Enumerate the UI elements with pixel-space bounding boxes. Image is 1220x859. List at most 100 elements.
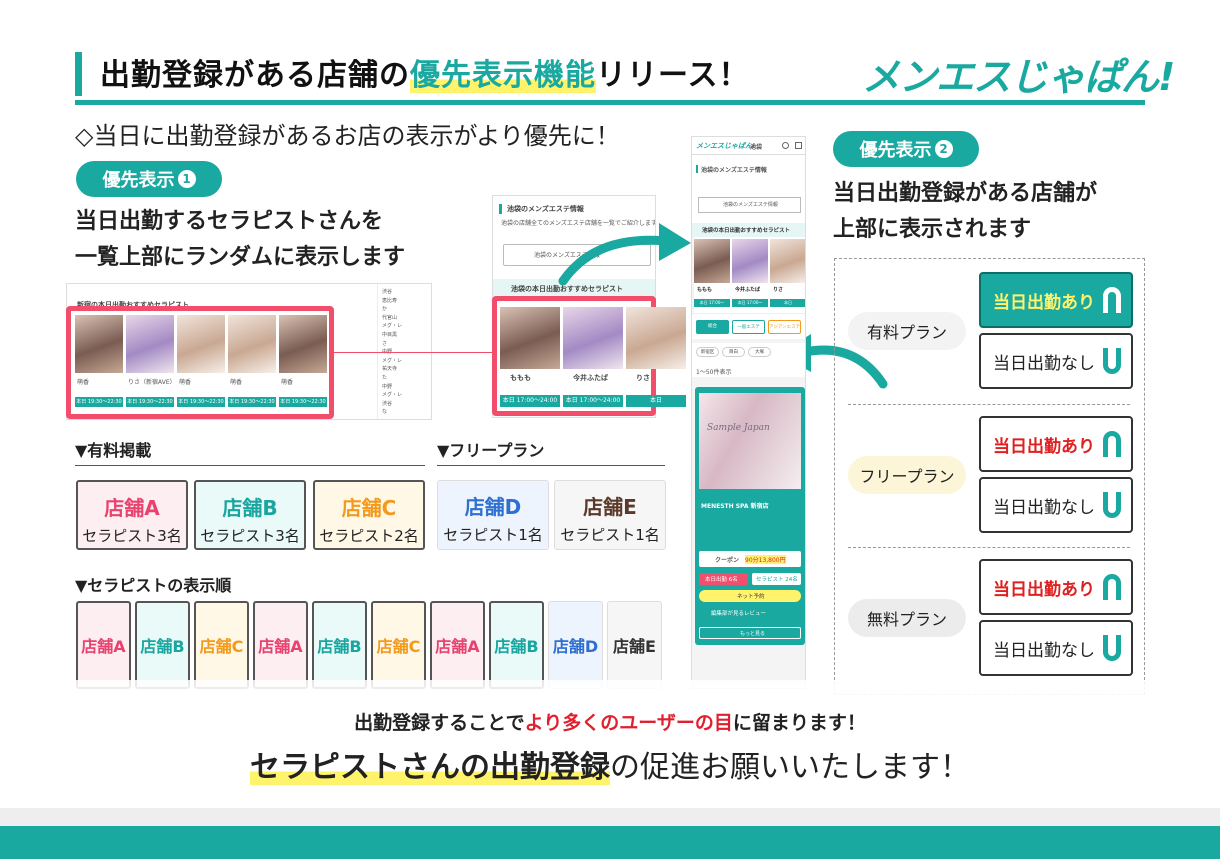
therapist-name: 萌香 xyxy=(77,379,90,386)
u-turn-icon xyxy=(1103,574,1121,600)
feature1-line1: 当日出勤するセラピストさんを xyxy=(75,209,384,234)
bottom-bar xyxy=(0,826,1220,859)
status-on-button[interactable]: 当日出勤あり xyxy=(979,272,1133,328)
free-section-line xyxy=(437,465,665,466)
therapist-time: 本日 xyxy=(626,395,686,407)
side-list-item[interactable]: メグ・レ xyxy=(382,392,403,399)
order-slot: 店舗C xyxy=(194,601,249,689)
phone-star-icon[interactable] xyxy=(782,142,789,149)
side-list-item[interactable]: 祐天寺 xyxy=(382,366,398,373)
mock1-heading: 新宿の本日出勤おすすめセラピスト xyxy=(77,301,189,309)
side-list-item[interactable]: メグ・レ xyxy=(382,323,403,330)
side-list-item[interactable]: さ xyxy=(382,340,388,347)
status-on-button[interactable]: 当日出勤あり xyxy=(979,559,1133,615)
side-list-item[interactable]: 中野 xyxy=(382,383,393,390)
therapist-time: 本日 17:00〜24:00 xyxy=(694,299,730,311)
title-prefix: 出勤登録がある店舗の xyxy=(100,58,410,93)
status-off-button[interactable]: 当日出勤なし xyxy=(979,333,1133,389)
mock2-heading-bg xyxy=(493,279,655,297)
mock1-therapist-card[interactable]: 萌香本日 19:30〜22:30 xyxy=(279,315,327,411)
therapist-photo xyxy=(732,239,768,283)
order-slot: 店舗B xyxy=(489,601,544,689)
status-on-label: 当日出勤あり xyxy=(993,579,1095,600)
phone-tab[interactable]: 総合 xyxy=(696,320,729,334)
mock2-therapist-card[interactable]: 今井ふたば本日 17:00〜24:00 xyxy=(563,307,623,411)
side-list-item[interactable]: 代官山 xyxy=(382,314,398,321)
phone-coupon[interactable]: クーポン 90分13,800円 xyxy=(699,551,801,567)
mock1-therapist-card[interactable]: りさ（新宿AVE）本日 19:30〜22:30 xyxy=(126,315,176,411)
shop-name: 店舗B xyxy=(222,496,278,520)
phone-more-button[interactable]: もっと見る xyxy=(699,627,801,639)
mock2-info-text: 池袋の店舗全てのメンズエステ店舗を一覧でご紹介します。 xyxy=(501,220,656,227)
side-list-item[interactable]: な xyxy=(382,409,388,416)
therapist-name: りさ xyxy=(636,374,650,382)
footer-line1-red: より多くのユーザーの目 xyxy=(524,712,733,734)
phone-therapist-card[interactable]: りさ本日 xyxy=(770,239,805,311)
plan-name: 有料プラン xyxy=(848,312,966,350)
phone-today-button[interactable]: 本日出勤 6名 xyxy=(699,573,748,585)
therapist-time: 本日 17:00〜24:00 xyxy=(563,395,623,407)
phone-therapist-button[interactable]: セラピスト 24名 xyxy=(752,573,801,585)
side-list-item[interactable]: 渋谷 xyxy=(382,400,393,407)
therapist-name: ももも xyxy=(697,287,713,293)
title-accent-bar xyxy=(75,52,82,96)
mock2-therapist-card[interactable]: ももも本日 17:00〜24:00 xyxy=(500,307,560,411)
mock2-therapist-card[interactable]: りさ本日 xyxy=(626,307,686,411)
phone-tab[interactable]: 一般エステ xyxy=(732,320,765,334)
phone-net-button[interactable]: ネット予約 xyxy=(699,590,801,602)
side-list-item[interactable]: た xyxy=(382,375,388,381)
phone-therapist-card[interactable]: 今井ふたば本日 17:00〜24:00 xyxy=(732,239,768,311)
status-off-label: 当日出勤なし xyxy=(993,353,1095,374)
mock1-therapist-card[interactable]: 萌香本日 19:30〜22:30 xyxy=(75,315,123,411)
phone-filters: 新宿区目白大塚 1〜50件表示 xyxy=(692,343,805,377)
plan-divider-1 xyxy=(848,404,1130,405)
brand-logo[interactable]: メンエスじゃぱん! xyxy=(862,55,1175,99)
side-list-item[interactable]: メグ・レ xyxy=(382,357,403,364)
phone-today-label: 本日出勤 6名 xyxy=(705,577,738,583)
status-off-button[interactable]: 当日出勤なし xyxy=(979,620,1133,676)
phone-filter-chip[interactable]: 目白 xyxy=(722,347,745,357)
side-list-item[interactable]: 恵比寿 xyxy=(382,297,398,304)
status-on-button[interactable]: 当日出勤あり xyxy=(979,416,1133,472)
phone-coupon-label: クーポン xyxy=(715,557,740,564)
phone-price: 90分13,800円 xyxy=(745,555,786,564)
u-turn-icon xyxy=(1103,287,1121,313)
side-list-item[interactable]: か xyxy=(382,306,388,313)
mock1-therapist-card[interactable]: 萌香本日 19:30〜22:30 xyxy=(228,315,276,411)
phone-dropdown[interactable]: 池袋のメンズエステ情報 xyxy=(698,197,801,213)
phone-heading: 池袋の本日出勤おすすめセラピスト xyxy=(702,228,791,234)
order-slot: 店舗D xyxy=(548,601,603,689)
side-list-item[interactable]: 渋谷 xyxy=(382,289,393,295)
footer-line1: 出勤登録することでより多くのユーザーの目に留まります！ xyxy=(0,708,1220,735)
subheading: ◇当日に出勤登録があるお店の表示がより優先に！ xyxy=(75,122,620,150)
shop-name: 店舗C xyxy=(341,496,397,520)
status-off-label: 当日出勤なし xyxy=(993,640,1095,661)
mock2-heading: 池袋の本日出勤おすすめセラピスト xyxy=(511,285,623,293)
therapist-photo xyxy=(626,307,686,369)
footer-line1-post: に留まります！ xyxy=(732,712,866,734)
feature2-line1: 当日出勤登録がある店舗が xyxy=(833,181,1098,206)
shop-name: 店舗A xyxy=(104,496,160,520)
order-slot: 店舗B xyxy=(312,601,367,689)
phone-therapist-card[interactable]: ももも本日 17:00〜24:00 xyxy=(694,239,730,311)
phone-filter-chip[interactable]: 新宿区 xyxy=(696,347,719,357)
therapist-time: 本日 17:00〜24:00 xyxy=(500,395,560,407)
status-off-button[interactable]: 当日出勤なし xyxy=(979,477,1133,533)
phone-home-icon[interactable] xyxy=(795,142,802,149)
order-slot: 店舗B xyxy=(135,601,190,689)
side-list-item[interactable]: 中目黒 xyxy=(382,332,398,338)
status-off-label: 当日出勤なし xyxy=(993,497,1095,518)
phone-filter-chip[interactable]: 大塚 xyxy=(748,347,771,357)
footer-line2-rest: の促進お願いいたします！ xyxy=(610,750,970,785)
phone-tab[interactable]: アジアンエステ xyxy=(768,320,801,334)
u-turn-icon xyxy=(1103,492,1121,518)
therapist-name: 萌香 xyxy=(179,379,192,386)
header-rule xyxy=(75,100,1145,105)
phone-shop-card[interactable]: Sample Japan MENESTH SPA 新宿店 クーポン 90分13,… xyxy=(695,387,805,645)
therapist-photo xyxy=(770,239,805,283)
mock2-accent xyxy=(499,204,502,214)
mock1-therapist-card[interactable]: 萌香本日 19:30〜22:30 xyxy=(177,315,225,411)
phone-logo[interactable]: メンエスじゃぱん! xyxy=(696,142,756,150)
